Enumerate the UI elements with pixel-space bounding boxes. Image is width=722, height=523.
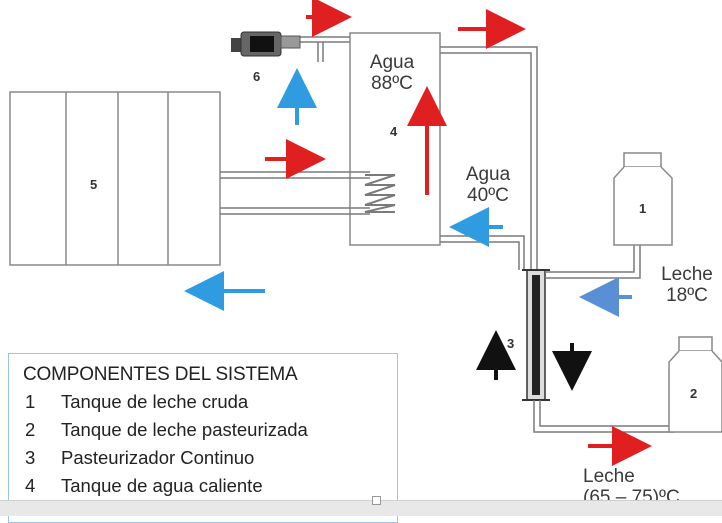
legend-box: COMPONENTES DEL SISTEMA 1 Tanque de lech… — [8, 353, 398, 523]
legend-item-number: 4 — [25, 475, 36, 496]
legend-item-number: 2 — [25, 419, 36, 440]
legend-item: 2 Tanque de leche pasteurizada — [23, 416, 397, 444]
coil-pipes — [220, 171, 370, 215]
legend-item: 3 Pasteurizador Continuo — [23, 444, 397, 472]
label-cold-water-line2: 40ºC — [467, 185, 509, 206]
legend-item: 4 Tanque de agua caliente — [23, 472, 397, 500]
resize-handle[interactable] — [372, 496, 381, 505]
pipe-tank1-to-pasteurizer — [545, 245, 641, 279]
legend-item-number: 1 — [25, 391, 36, 412]
label-milk-in-line1: Leche — [661, 264, 713, 285]
heating-coil — [364, 174, 396, 213]
legend-title: COMPONENTES DEL SISTEMA — [23, 364, 298, 385]
hot-water-pipe — [440, 46, 538, 270]
label-milk-in-line2: 18ºC — [666, 285, 708, 306]
component-6-heater — [231, 31, 301, 57]
label-milk-in: Leche 18ºC — [655, 264, 719, 306]
label-number-1: 1 — [639, 201, 647, 216]
label-hot-water-line1: Agua — [369, 52, 415, 73]
component-5-box — [9, 91, 221, 266]
legend-item-text: Pasteurizador Continuo — [61, 447, 255, 468]
legend-item-text: Tanque de leche pasteurizada — [61, 419, 308, 440]
label-cold-water: Agua 40ºC — [458, 164, 518, 206]
component-1-tank — [613, 152, 673, 246]
pipe-pasteurizer-to-tank2 — [533, 400, 675, 433]
pipe-6-to-tank — [300, 36, 350, 62]
label-hot-water-line2: 88ºC — [371, 73, 413, 94]
legend-item: 1 Tanque de leche cruda — [23, 388, 397, 416]
component-2-tank — [668, 336, 722, 433]
component-3-pasteurizer — [522, 269, 550, 401]
label-cold-water-line1: Agua — [465, 164, 511, 185]
bottom-scroll-strip[interactable] — [0, 500, 722, 516]
label-number-6: 6 — [253, 69, 261, 84]
label-hot-water: Agua 88ºC — [362, 52, 422, 94]
label-number-3: 3 — [507, 336, 515, 351]
legend-item-number: 3 — [25, 447, 36, 468]
return-water-pipe — [440, 235, 525, 270]
label-number-4: 4 — [390, 124, 398, 139]
label-milk-out-line1: Leche — [583, 466, 635, 487]
label-number-2: 2 — [690, 386, 698, 401]
label-number-5: 5 — [90, 177, 98, 192]
legend-item-text: Tanque de agua caliente — [61, 475, 263, 496]
legend-item-text: Tanque de leche cruda — [61, 391, 249, 412]
